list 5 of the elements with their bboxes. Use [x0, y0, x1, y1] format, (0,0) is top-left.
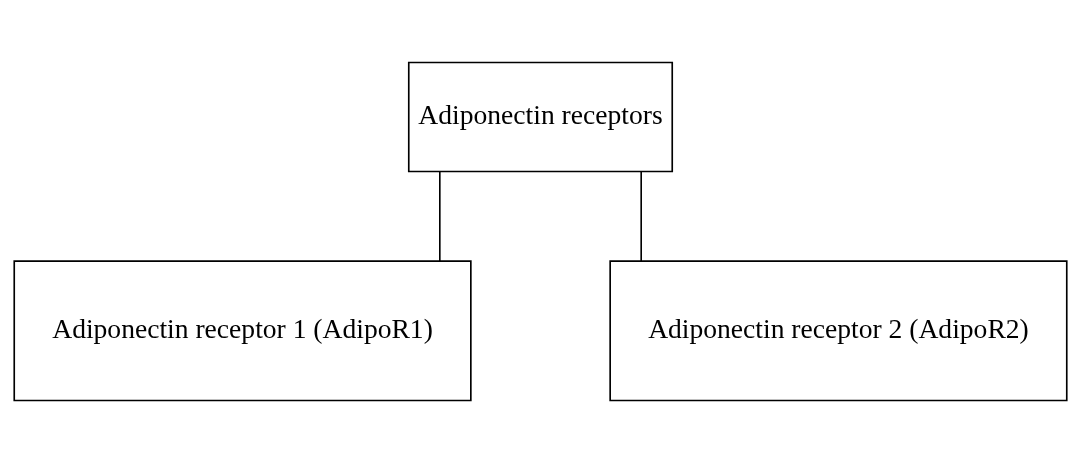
- node-box: Adiponectin receptor 2 (AdipoR2): [609, 260, 1068, 402]
- node-box: Adiponectin receptors: [407, 61, 674, 173]
- connector: [438, 170, 441, 262]
- node-box: Adiponectin receptor 1 (AdipoR1): [13, 260, 472, 402]
- connector: [640, 170, 643, 262]
